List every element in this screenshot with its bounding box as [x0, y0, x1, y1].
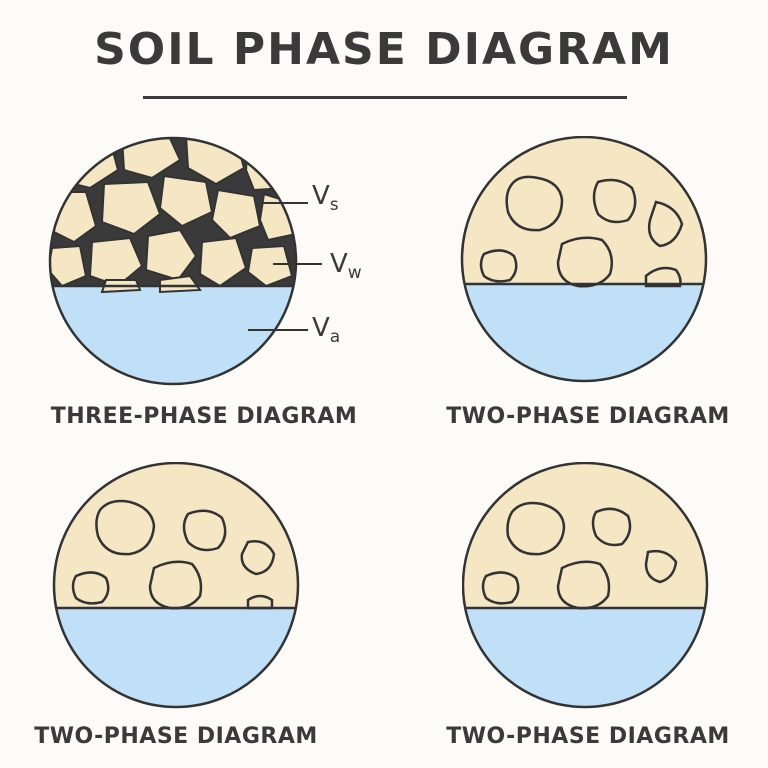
vw-label: Vw — [330, 249, 362, 283]
two-phase-diagram — [460, 136, 708, 383]
vs-label: Vs — [312, 181, 339, 215]
two-phase-diagram — [462, 462, 709, 709]
va-label: Va — [312, 313, 340, 347]
panel-caption: TWO-PHASE DIAGRAM — [446, 404, 730, 429]
sample-outline — [460, 136, 708, 383]
two-phase-panel-2: TWO-PHASE DIAGRAM — [34, 462, 317, 749]
page-title: SOIL PHASE DIAGRAM — [94, 24, 674, 75]
sample-outline — [52, 462, 300, 709]
solid-grains — [71, 499, 276, 610]
two-phase-panel-3: TWO-PHASE DIAGRAM — [446, 462, 729, 749]
panel-caption: TWO-PHASE DIAGRAM — [34, 724, 318, 749]
solid-grains — [481, 501, 678, 610]
three-phase-diagram: Vs Vw Va — [48, 136, 362, 386]
three-phase-panel: Vs Vw Va THREE-PHASE DIAGRAM — [40, 130, 380, 429]
two-phase-panel-1: TWO-PHASE DIAGRAM — [446, 136, 729, 429]
panel-caption: THREE-PHASE DIAGRAM — [50, 404, 358, 429]
solid-grains — [479, 175, 684, 288]
two-phase-diagram — [52, 462, 300, 709]
sample-outline — [462, 462, 709, 709]
title-underline — [143, 96, 627, 99]
panel-caption: TWO-PHASE DIAGRAM — [446, 724, 730, 749]
sample-outline — [48, 136, 298, 386]
